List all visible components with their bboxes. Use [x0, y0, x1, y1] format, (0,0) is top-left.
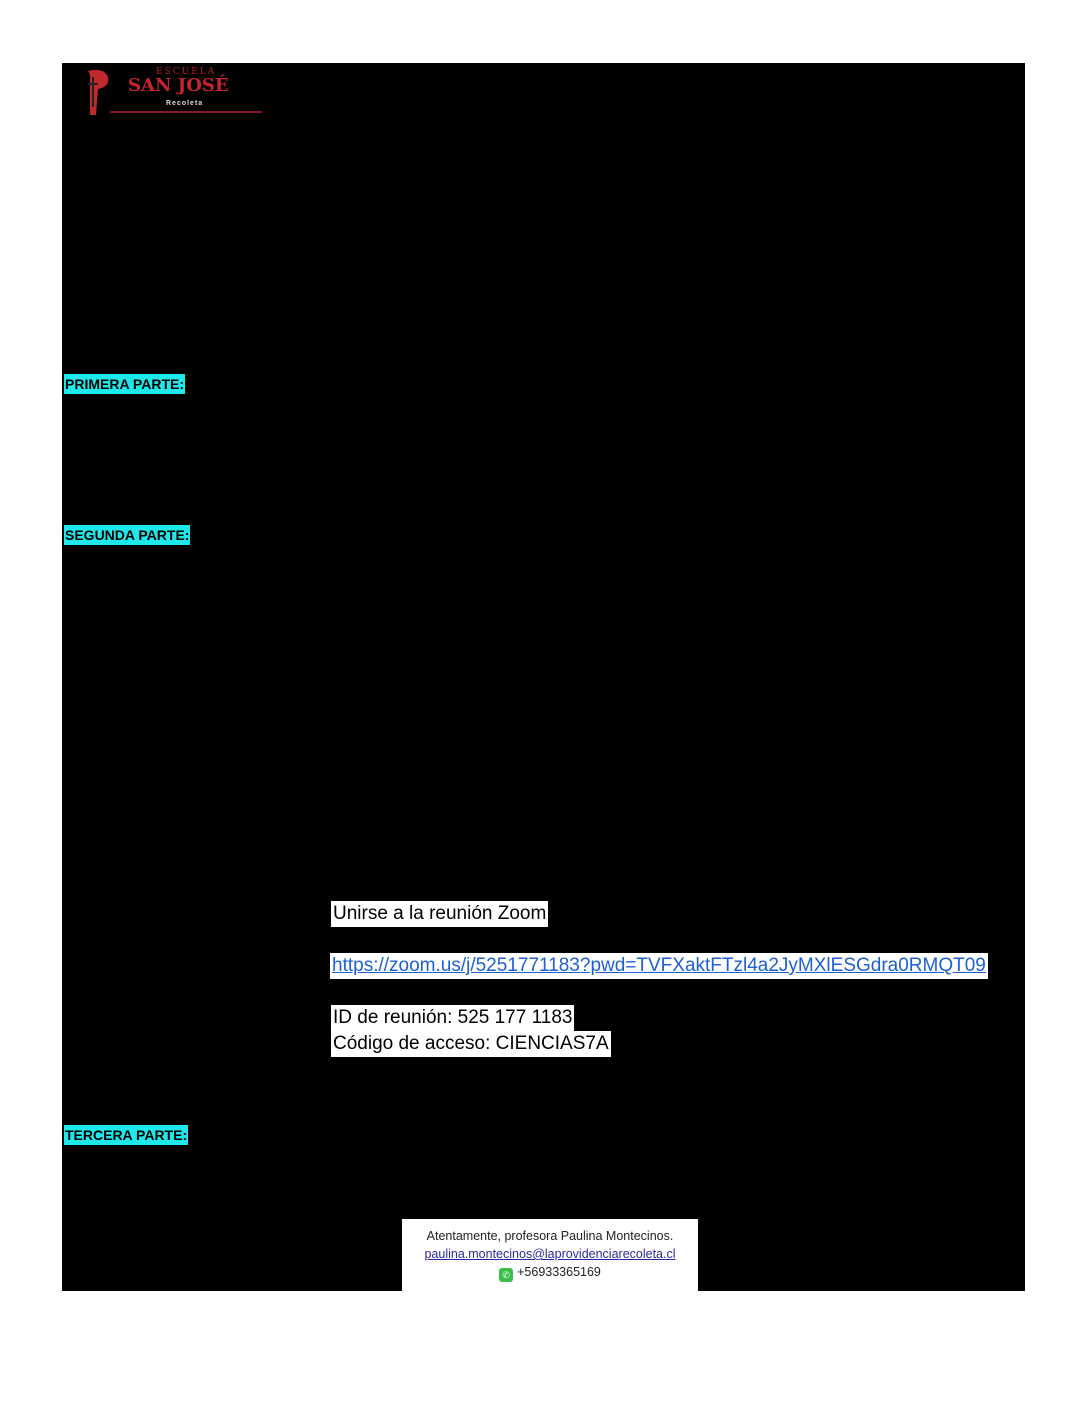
logo-text-san-jose: SAN JOSÉ: [128, 75, 229, 96]
section-segunda-parte: SEGUNDA PARTE:: [64, 525, 191, 545]
footer-phone: +56933365169: [517, 1265, 601, 1279]
zoom-access-code: Código de acceso: CIENCIAS7A: [331, 1031, 611, 1057]
section-tercera-parte: TERCERA PARTE:: [64, 1125, 189, 1145]
section-primera-parte: PRIMERA PARTE:: [64, 374, 185, 394]
zoom-meeting-link[interactable]: https://zoom.us/j/5251771183?pwd=TVFXakt…: [332, 955, 986, 976]
logo-text-recoleta: Recoleta: [166, 100, 204, 107]
school-logo: ESCUELA SAN JOSÉ Recoleta: [82, 65, 262, 120]
school-emblem-icon: [88, 69, 109, 115]
footer-contact: Atentamente, profesora Paulina Montecino…: [402, 1219, 698, 1291]
zoom-join-label: Unirse a la reunión Zoom: [331, 901, 549, 927]
footer-signature: Atentamente, profesora Paulina Montecino…: [426, 1229, 674, 1243]
logo-tagline: [110, 111, 262, 113]
logo-text-escuela: ESCUELA: [156, 67, 217, 77]
zoom-meeting-id: ID de reunión: 525 177 1183: [331, 1005, 575, 1031]
document-page: [62, 63, 1025, 1291]
whatsapp-icon: ✆: [499, 1268, 514, 1282]
footer-email-link[interactable]: paulina.montecinos@laprovidenciarecoleta…: [424, 1247, 676, 1261]
